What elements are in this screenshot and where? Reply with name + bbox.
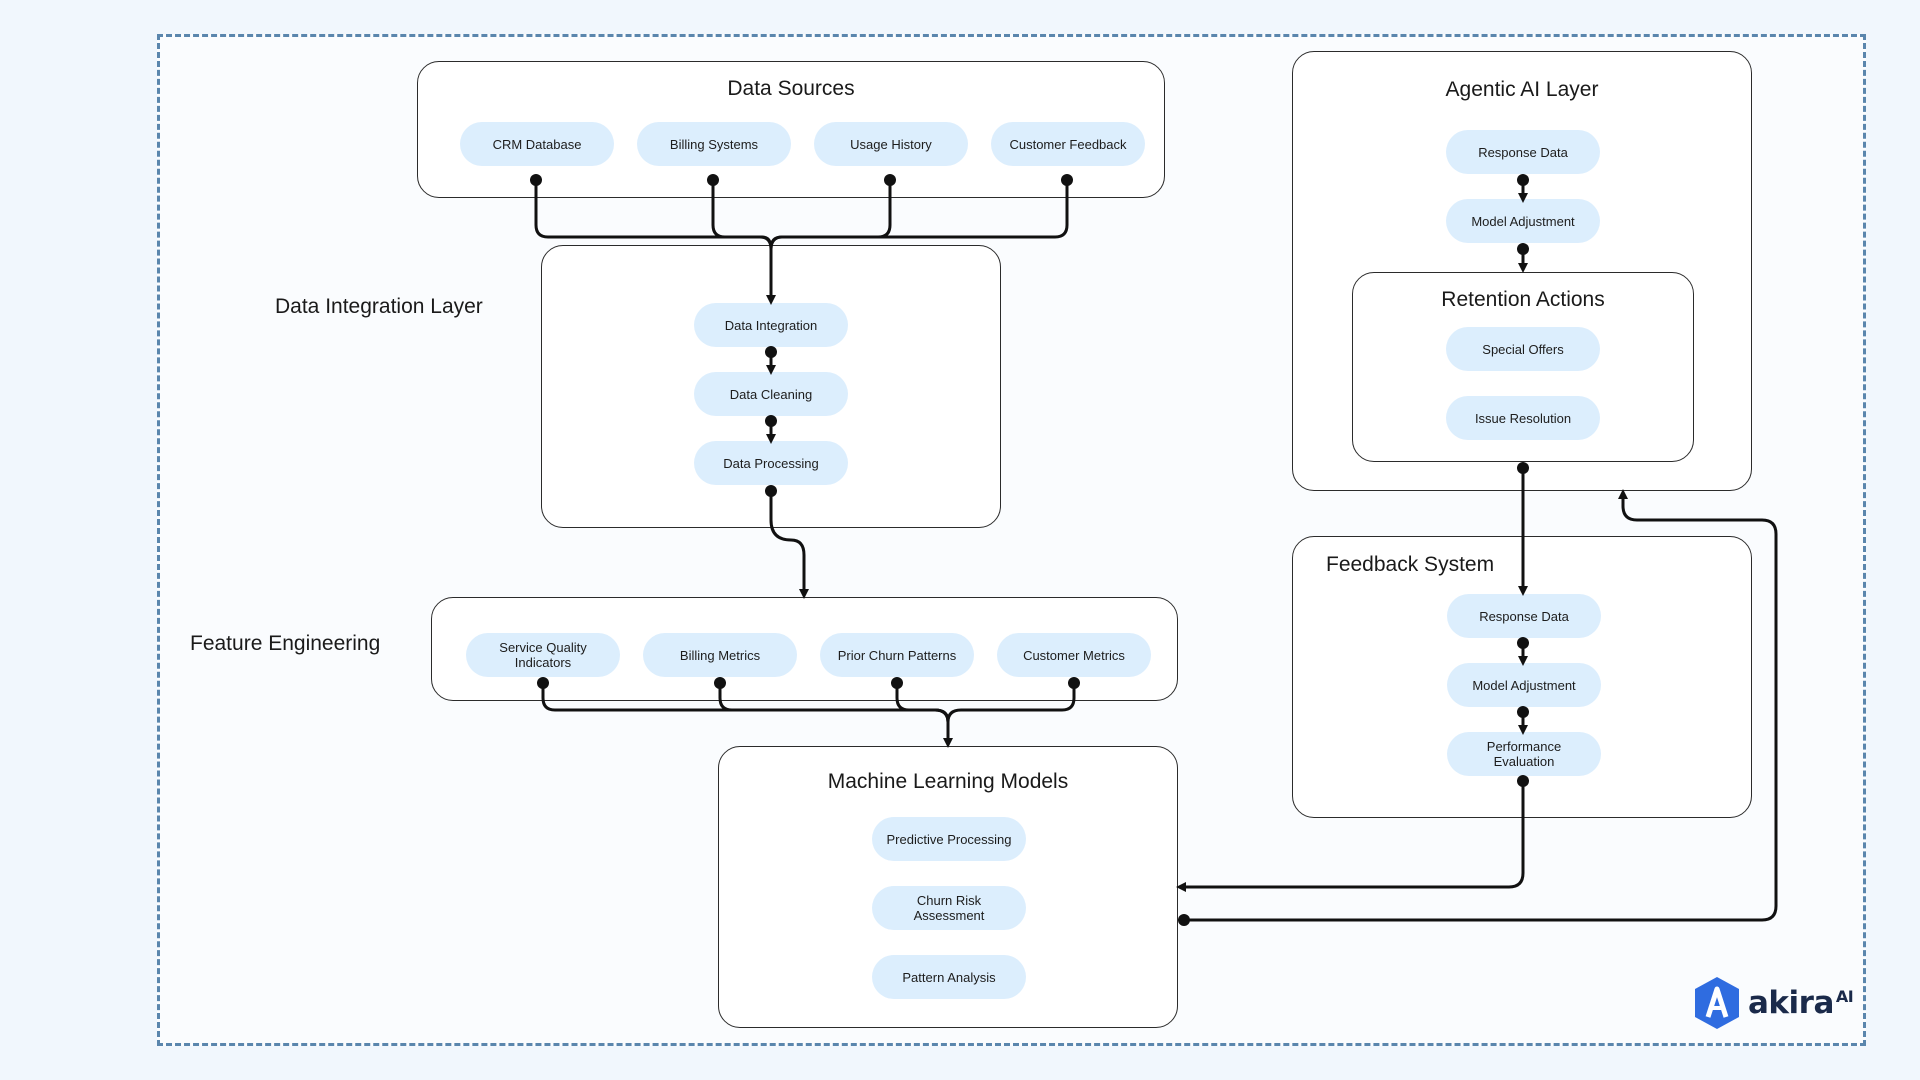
agentic-ai-panel: Agentic AI Layer Response Data Model Adj… bbox=[1292, 51, 1752, 491]
feedback-model-adjustment: Model Adjustment bbox=[1447, 663, 1601, 707]
model-churn-risk-assessment: Churn Risk Assessment bbox=[872, 886, 1026, 930]
feedback-response-data: Response Data bbox=[1447, 594, 1601, 638]
feature-service-quality-indicators: Service Quality Indicators bbox=[466, 633, 620, 677]
data-integration-layer-label: Data Integration Layer bbox=[275, 295, 483, 318]
feature-service-quality-line2: Indicators bbox=[514, 655, 572, 670]
model-pattern-analysis: Pattern Analysis bbox=[872, 955, 1026, 999]
feedback-system-panel: Feedback System Response Data Model Adju… bbox=[1292, 536, 1752, 818]
akira-logo-word: akira bbox=[1748, 985, 1834, 1021]
action-issue-resolution: Issue Resolution bbox=[1446, 396, 1600, 440]
ml-models-title: Machine Learning Models bbox=[827, 770, 1069, 793]
feature-customer-metrics: Customer Metrics bbox=[997, 633, 1151, 677]
source-usage-history: Usage History bbox=[814, 122, 968, 166]
source-billing-systems: Billing Systems bbox=[637, 122, 791, 166]
feature-engineering-panel: Service Quality Indicators Billing Metri… bbox=[431, 597, 1178, 701]
retention-actions-panel: Retention Actions Special Offers Issue R… bbox=[1352, 272, 1694, 462]
akira-logo-icon bbox=[1695, 977, 1739, 1029]
feedback-system-title: Feedback System bbox=[1326, 553, 1495, 576]
agentic-response-data: Response Data bbox=[1446, 130, 1600, 174]
source-customer-feedback: Customer Feedback bbox=[991, 122, 1145, 166]
step-data-processing: Data Processing bbox=[694, 441, 848, 485]
feature-prior-churn-patterns: Prior Churn Patterns bbox=[820, 633, 974, 677]
feature-engineering-label: Feature Engineering bbox=[190, 632, 381, 655]
data-sources-title: Data Sources bbox=[727, 77, 855, 100]
step-data-cleaning: Data Cleaning bbox=[694, 372, 848, 416]
data-sources-panel: Data Sources CRM Database Billing System… bbox=[417, 61, 1165, 198]
action-special-offers: Special Offers bbox=[1446, 327, 1600, 371]
retention-actions-title: Retention Actions bbox=[1441, 288, 1605, 311]
feedback-performance-evaluation: Performance Evaluation bbox=[1447, 732, 1601, 776]
feature-billing-metrics: Billing Metrics bbox=[643, 633, 797, 677]
data-integration-panel: Data Integration Data Cleaning Data Proc… bbox=[541, 245, 1001, 528]
model-predictive-processing: Predictive Processing bbox=[872, 817, 1026, 861]
akira-logo-suffix: AI bbox=[1835, 986, 1854, 1006]
source-crm-database: CRM Database bbox=[460, 122, 614, 166]
agentic-ai-title: Agentic AI Layer bbox=[1445, 78, 1599, 101]
feature-service-quality-line1: Service Quality bbox=[499, 640, 587, 655]
step-data-integration: Data Integration bbox=[694, 303, 848, 347]
ml-models-panel: Machine Learning Models Predictive Proce… bbox=[718, 746, 1178, 1028]
agentic-model-adjustment: Model Adjustment bbox=[1446, 199, 1600, 243]
